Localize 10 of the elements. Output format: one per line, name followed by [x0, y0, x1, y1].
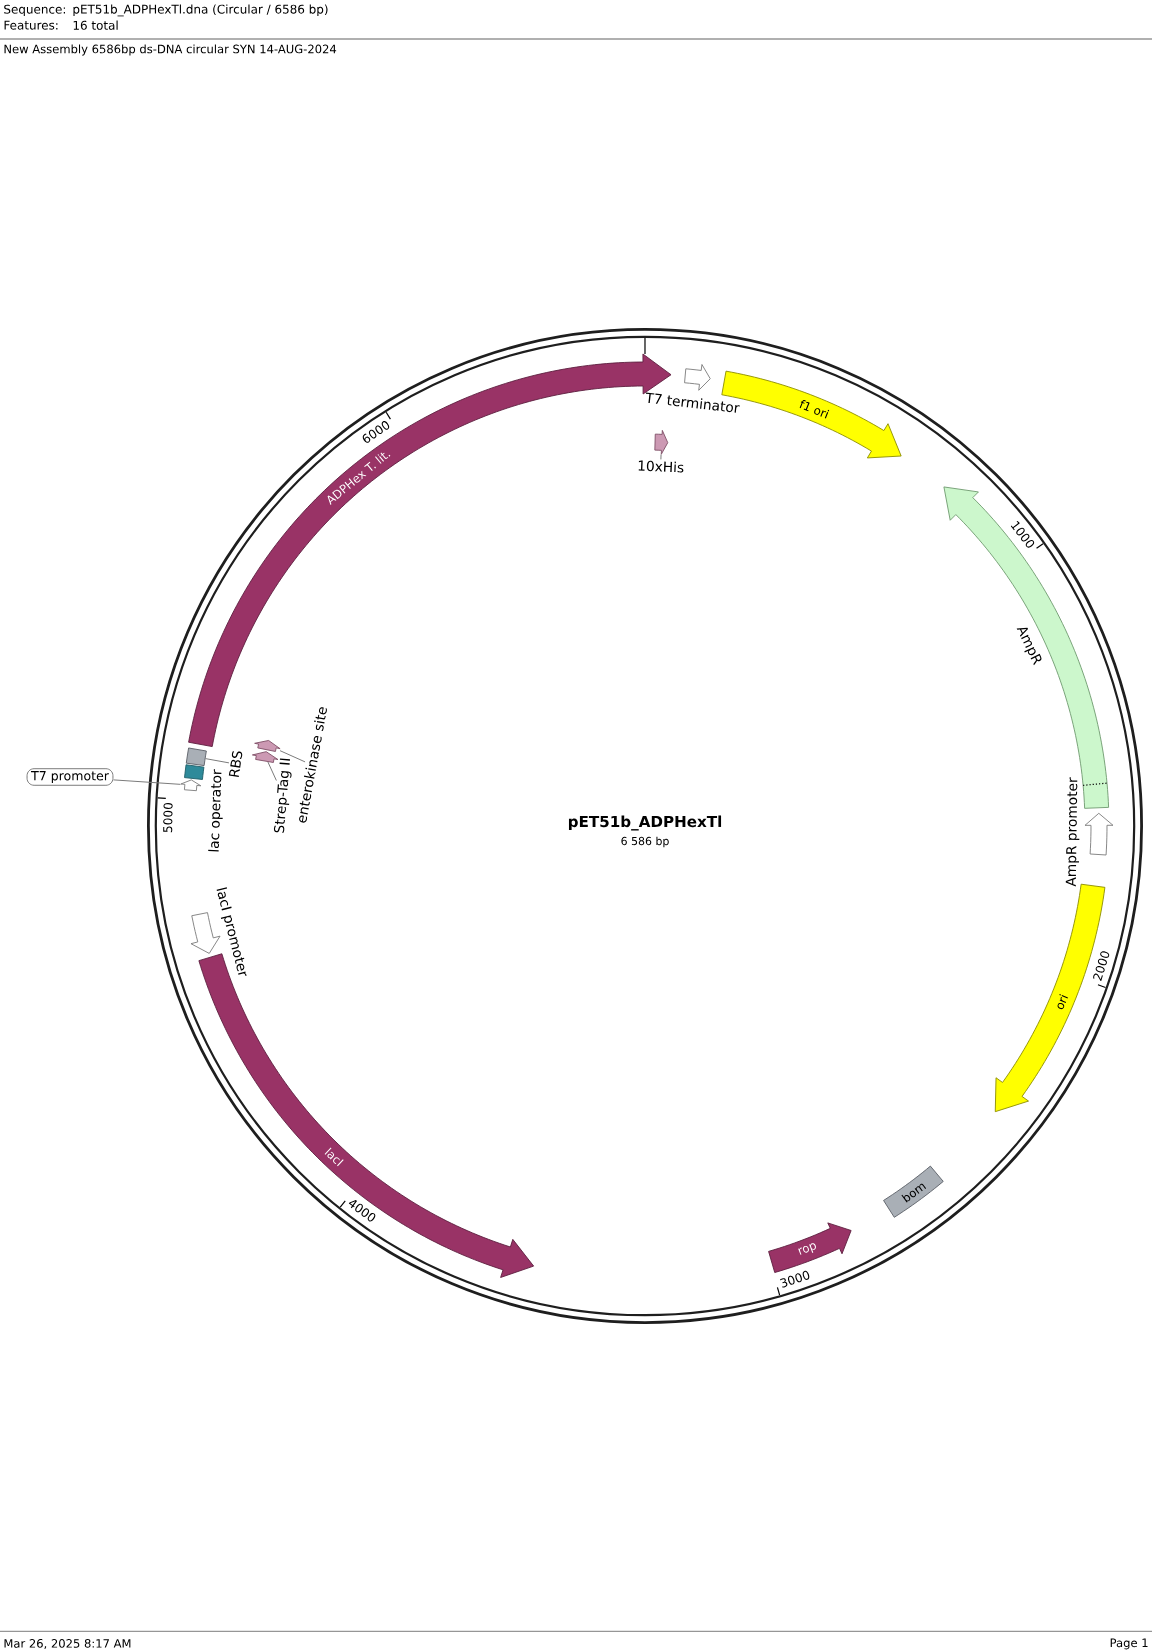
leader-line — [112, 779, 181, 785]
feature-band — [654, 429, 669, 455]
feature-band — [254, 740, 281, 752]
feature-box — [185, 747, 207, 767]
feature-band — [251, 751, 279, 763]
leader-line — [267, 761, 277, 781]
leader-line — [660, 454, 662, 460]
leader-line — [279, 750, 306, 763]
feature-band — [180, 779, 202, 792]
leader-line — [205, 758, 230, 764]
